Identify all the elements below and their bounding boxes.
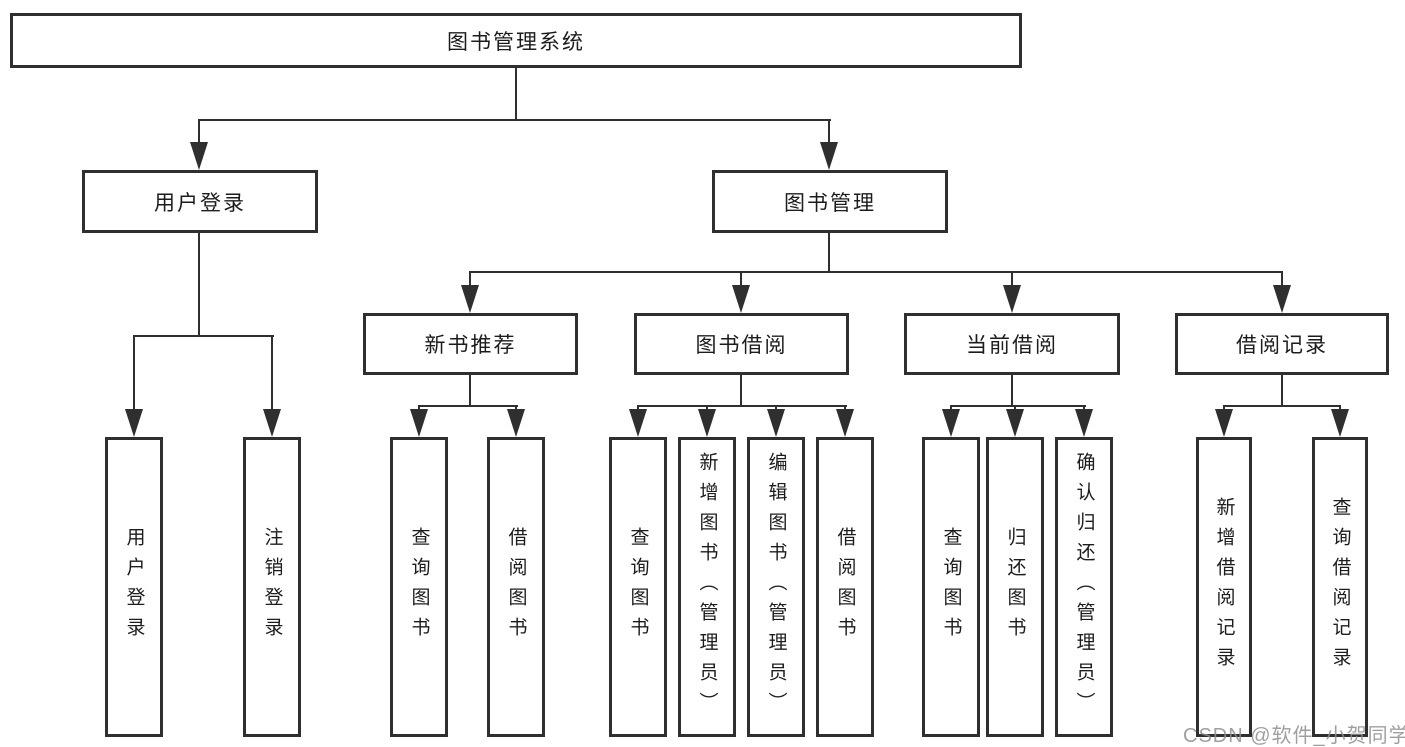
connector-stub bbox=[1014, 405, 1016, 411]
leaf-borrowing-edit-books-admin: 编辑图书（管理员） bbox=[747, 437, 805, 737]
leaf-label: 注销登录 bbox=[261, 527, 283, 647]
arrowhead bbox=[125, 409, 143, 437]
connector-root-stem bbox=[515, 68, 517, 120]
arrowhead bbox=[1075, 409, 1093, 437]
node-book-borrowing: 图书借阅 bbox=[634, 313, 849, 375]
node-label: 图书管理系统 bbox=[447, 30, 585, 54]
leaf-label: 查询图书 bbox=[408, 527, 430, 647]
connector-stub bbox=[740, 271, 742, 287]
arrowhead bbox=[1006, 409, 1024, 437]
connector-records-rail bbox=[1223, 405, 1341, 407]
node-label: 用户登录 bbox=[154, 191, 246, 215]
leaf-current-query-books: 查询图书 bbox=[922, 437, 980, 737]
node-library-system: 图书管理系统 bbox=[10, 13, 1022, 68]
leaf-label: 查询图书 bbox=[940, 527, 962, 647]
connector-stub bbox=[1011, 271, 1013, 287]
arrowhead bbox=[410, 409, 428, 437]
connector-newrec-stem bbox=[469, 375, 471, 407]
connector-level3-rail bbox=[469, 271, 1283, 273]
connector-stub bbox=[1339, 405, 1341, 411]
leaf-label: 用户登录 bbox=[123, 527, 145, 647]
connector-stub bbox=[637, 405, 639, 411]
node-borrow-records: 借阅记录 bbox=[1175, 313, 1389, 375]
connector-userlogin-stem bbox=[198, 233, 200, 337]
leaf-newrec-query-books: 查询图书 bbox=[390, 437, 448, 737]
leaf-borrowing-add-books-admin: 新增图书（管理员） bbox=[678, 437, 736, 737]
arrowhead bbox=[507, 409, 525, 437]
connector-stub bbox=[271, 335, 273, 410]
connector-current-rail bbox=[950, 405, 1086, 407]
arrowhead bbox=[263, 409, 281, 437]
connector-borrowing-stem bbox=[740, 375, 742, 407]
leaf-user-login: 用户登录 bbox=[105, 437, 163, 737]
leaf-label: 新增借阅记录 bbox=[1213, 497, 1235, 677]
arrowhead bbox=[698, 409, 716, 437]
connector-stub bbox=[1281, 271, 1283, 287]
node-book-management: 图书管理 bbox=[712, 170, 948, 233]
arrowhead bbox=[767, 409, 785, 437]
leaf-label: 确认归还（管理员） bbox=[1073, 452, 1095, 722]
connector-stub bbox=[418, 405, 420, 411]
node-label: 当前借阅 bbox=[966, 334, 1058, 357]
connector-bookmgmt-stem bbox=[828, 233, 830, 273]
leaf-label: 查询借阅记录 bbox=[1329, 497, 1351, 677]
leaf-current-return-books: 归还图书 bbox=[986, 437, 1044, 737]
arrowhead bbox=[820, 142, 838, 170]
connector-stub bbox=[515, 405, 517, 411]
arrowhead bbox=[1215, 409, 1233, 437]
connector-stub bbox=[706, 405, 708, 411]
connector-stub bbox=[1083, 405, 1085, 411]
node-label: 新书推荐 bbox=[424, 334, 517, 357]
leaf-label: 借阅图书 bbox=[505, 527, 527, 647]
node-new-book-recommend: 新书推荐 bbox=[363, 313, 578, 375]
connector-stub bbox=[1223, 405, 1225, 411]
connector-borrowing-rail bbox=[637, 405, 847, 407]
connector-stub bbox=[828, 119, 830, 144]
leaf-borrowing-query-books: 查询图书 bbox=[609, 437, 667, 737]
leaf-label: 编辑图书（管理员） bbox=[765, 452, 787, 722]
arrowhead bbox=[629, 409, 647, 437]
arrowhead bbox=[942, 409, 960, 437]
node-current-borrowing: 当前借阅 bbox=[904, 313, 1120, 375]
leaf-logout: 注销登录 bbox=[243, 437, 301, 737]
connector-stub bbox=[775, 405, 777, 411]
leaf-current-confirm-return-admin: 确认归还（管理员） bbox=[1055, 437, 1113, 737]
node-label: 图书借阅 bbox=[695, 334, 788, 357]
leaf-records-query-borrow-record: 查询借阅记录 bbox=[1312, 437, 1368, 737]
connector-stub bbox=[133, 335, 135, 410]
arrowhead bbox=[461, 285, 479, 313]
leaf-records-add-borrow-record: 新增借阅记录 bbox=[1196, 437, 1252, 737]
connector-stub bbox=[469, 271, 471, 287]
arrowhead bbox=[190, 142, 208, 170]
connector-current-stem bbox=[1011, 375, 1013, 407]
leaf-borrowing-borrow-books: 借阅图书 bbox=[816, 437, 874, 737]
csdn-watermark: CSDN @软件_小贺同学 bbox=[1183, 725, 1405, 747]
connector-stub bbox=[950, 405, 952, 411]
node-label: 借阅记录 bbox=[1236, 334, 1328, 357]
arrowhead bbox=[1331, 409, 1349, 437]
connector-newrec-rail bbox=[418, 405, 518, 407]
connector-userlogin-rail bbox=[133, 335, 274, 337]
node-user-login: 用户登录 bbox=[82, 170, 318, 233]
leaf-newrec-borrow-books: 借阅图书 bbox=[487, 437, 545, 737]
leaf-label: 查询图书 bbox=[627, 527, 649, 647]
leaf-label: 归还图书 bbox=[1004, 527, 1026, 647]
connector-stub bbox=[198, 119, 200, 144]
arrowhead bbox=[1003, 285, 1021, 313]
connector-level2-rail bbox=[198, 119, 831, 121]
connector-stub bbox=[844, 405, 846, 411]
arrowhead bbox=[836, 409, 854, 437]
arrowhead bbox=[1273, 285, 1291, 313]
connector-records-stem bbox=[1281, 375, 1283, 407]
node-label: 图书管理 bbox=[784, 191, 876, 215]
arrowhead bbox=[732, 285, 750, 313]
leaf-label: 新增图书（管理员） bbox=[696, 452, 718, 722]
leaf-label: 借阅图书 bbox=[834, 527, 856, 647]
